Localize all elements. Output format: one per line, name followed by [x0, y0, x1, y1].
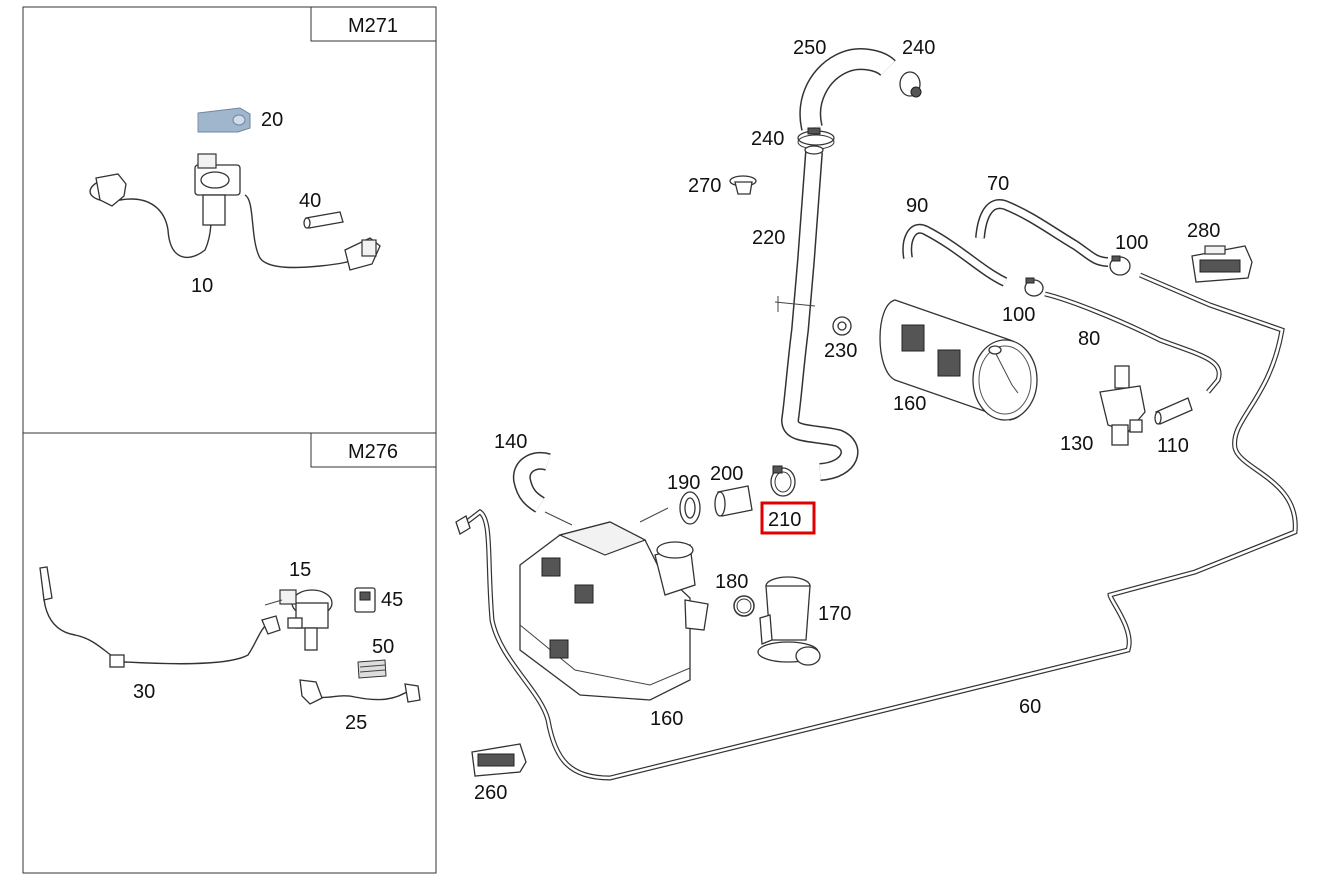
part-50-strip[interactable] [357, 659, 387, 679]
part-260-connector[interactable] [471, 743, 527, 777]
callout-260[interactable]: 260 [474, 782, 507, 804]
callout-130[interactable]: 130 [1060, 433, 1093, 455]
part-10-hose-assembly[interactable] [89, 153, 381, 271]
callout-250[interactable]: 250 [793, 37, 826, 59]
callout-60[interactable]: 60 [1019, 696, 1041, 718]
callout-210-highlight [760, 501, 816, 535]
part-40-tube[interactable] [303, 211, 344, 229]
callout-20[interactable]: 20 [261, 109, 283, 131]
callout-270[interactable]: 270 [688, 175, 721, 197]
callout-190[interactable]: 190 [667, 472, 700, 494]
panel-title-m271: M271 [348, 15, 398, 37]
part-90-hose[interactable] [902, 223, 1008, 287]
callout-230[interactable]: 230 [824, 340, 857, 362]
callout-240-top[interactable]: 240 [902, 37, 935, 59]
part-180-oring[interactable] [733, 595, 755, 617]
callout-40[interactable]: 40 [299, 190, 321, 212]
callout-45[interactable]: 45 [381, 589, 403, 611]
part-20-bracket[interactable] [197, 107, 251, 133]
callout-90[interactable]: 90 [906, 195, 928, 217]
part-15-valve[interactable] [264, 589, 333, 651]
part-100-clamp-right[interactable] [1109, 255, 1131, 276]
part-140-hose[interactable] [512, 452, 551, 513]
part-80-pipe[interactable] [1044, 291, 1222, 394]
callout-240-middle[interactable]: 240 [751, 128, 784, 150]
part-210-clamp[interactable] [770, 465, 796, 497]
callout-25[interactable]: 25 [345, 712, 367, 734]
callout-220[interactable]: 220 [752, 227, 785, 249]
part-200-sleeve[interactable] [714, 485, 753, 517]
part-160-housing[interactable] [519, 507, 709, 701]
part-270-grommet[interactable] [729, 175, 757, 195]
callout-80[interactable]: 80 [1078, 328, 1100, 350]
panel-m276: M276 [22, 432, 437, 874]
callout-50[interactable]: 50 [372, 636, 394, 658]
callout-110[interactable]: 110 [1157, 435, 1189, 457]
part-280-connector[interactable] [1191, 245, 1253, 283]
part-25-hose[interactable] [299, 679, 421, 705]
panel-m271: M271 [22, 6, 437, 434]
part-70-hose[interactable] [975, 199, 1109, 267]
part-170-valve[interactable] [757, 576, 821, 666]
callout-labels: 20 40 10 15 45 50 30 25 250 240 240 270 … [133, 37, 1220, 804]
part-100-clamp-left[interactable] [1024, 277, 1044, 297]
callout-15[interactable]: 15 [289, 559, 311, 581]
part-160-canister[interactable] [879, 299, 1038, 421]
callout-210[interactable]: 210 [768, 509, 801, 531]
part-110-tube[interactable] [1154, 397, 1193, 425]
part-250-hose[interactable] [799, 48, 896, 131]
callout-280[interactable]: 280 [1187, 220, 1220, 242]
part-240-clamp-top[interactable] [899, 71, 922, 98]
callout-100-left[interactable]: 100 [1002, 304, 1035, 326]
part-220-hose[interactable] [774, 145, 859, 481]
callout-30[interactable]: 30 [133, 681, 155, 703]
part-60-pipe[interactable] [455, 272, 1298, 781]
callout-70[interactable]: 70 [987, 173, 1009, 195]
callout-160-canister[interactable]: 160 [893, 393, 926, 415]
callout-170[interactable]: 170 [818, 603, 851, 625]
callout-200[interactable]: 200 [710, 463, 743, 485]
part-30-hose[interactable] [39, 566, 281, 668]
part-130-valve[interactable] [1099, 365, 1146, 446]
callout-10[interactable]: 10 [191, 275, 213, 297]
callout-140[interactable]: 140 [494, 431, 527, 453]
callout-180[interactable]: 180 [715, 571, 748, 593]
part-45-connector[interactable] [354, 587, 376, 613]
callout-100-right[interactable]: 100 [1115, 232, 1148, 254]
callout-160-housing[interactable]: 160 [650, 708, 683, 730]
part-190-ring[interactable] [679, 491, 701, 525]
part-230-nut[interactable] [832, 316, 852, 336]
panel-title-m276: M276 [348, 441, 398, 463]
